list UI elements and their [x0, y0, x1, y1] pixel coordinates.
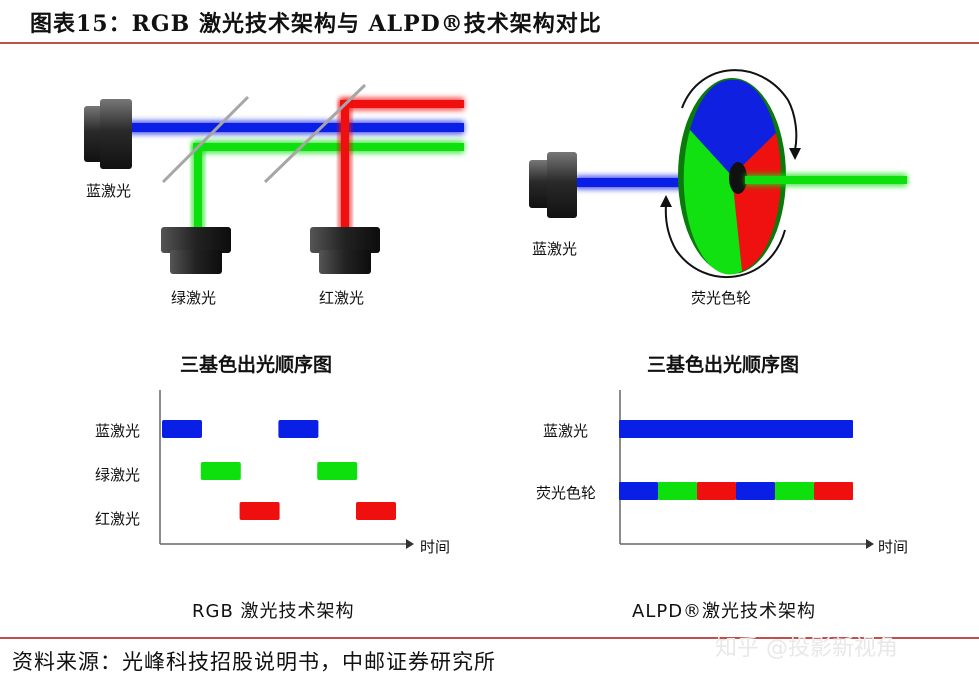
- rotation-arrowhead-bottom: [660, 195, 672, 207]
- right-row-label-wheel: 荧光色轮: [536, 484, 597, 502]
- red-laser-label: 红激光: [319, 289, 365, 307]
- right-segment-5: [736, 482, 775, 500]
- phosphor-wheel-label: 荧光色轮: [691, 289, 752, 307]
- left-x-arrow: [406, 539, 414, 549]
- right-x-arrow: [866, 539, 874, 549]
- source-note: 资料来源：光峰科技招股说明书，中邮证券研究所: [12, 650, 496, 674]
- green-beam-right: [745, 174, 907, 186]
- left-segment-5: [317, 462, 358, 480]
- right-segment-2: [619, 482, 658, 500]
- right-caption: ALPD®激光技术架构: [632, 601, 817, 622]
- left-segment-2: [200, 462, 241, 480]
- right-segment-1: [619, 420, 853, 438]
- left-segment-1: [162, 420, 202, 438]
- blue-laser-module: [84, 99, 132, 169]
- rgb-architecture: [84, 83, 464, 274]
- rotation-arrow-bottom: [664, 204, 786, 279]
- right-segment-3: [658, 482, 697, 500]
- blue-laser-label-right: 蓝激光: [532, 240, 578, 258]
- left-segment-3: [239, 502, 280, 520]
- figure-title: 图表15：RGB 激光技术架构与 ALPD®技术架构对比: [0, 0, 979, 44]
- left-timeline-chart: [159, 390, 414, 549]
- right-timeline-chart: [619, 390, 874, 549]
- dichroic-mirror-2: [263, 83, 367, 184]
- right-x-label: 时间: [878, 538, 909, 556]
- dichroic-mirror-1: [161, 95, 250, 184]
- left-x-label: 时间: [420, 538, 451, 556]
- rotation-arrowhead-top: [789, 148, 801, 160]
- right-row-label-blue: 蓝激光: [543, 422, 589, 440]
- blue-beam-right: [575, 176, 695, 189]
- phosphor-color-wheel: [678, 78, 786, 275]
- right-chart-title: 三基色出光顺序图: [647, 354, 800, 376]
- watermark: 知乎 @投影新视角: [715, 636, 898, 661]
- right-segment-4: [697, 482, 736, 500]
- rotation-arrow-top: [681, 69, 798, 151]
- footer-divider: [0, 637, 979, 639]
- green-beam-left: [192, 141, 464, 238]
- blue-laser-module-right: [529, 152, 577, 218]
- left-segment-4: [278, 420, 319, 438]
- red-laser-module: [310, 227, 380, 274]
- left-row-label-green: 绿激光: [95, 466, 141, 484]
- right-segment-7: [814, 482, 853, 500]
- left-chart-title: 三基色出光顺序图: [180, 354, 333, 376]
- green-laser-label: 绿激光: [171, 289, 217, 307]
- right-segment-6: [775, 482, 814, 500]
- left-row-label-blue: 蓝激光: [95, 422, 141, 440]
- blue-laser-label: 蓝激光: [86, 182, 132, 200]
- left-row-label-red: 红激光: [95, 510, 141, 528]
- green-laser-module: [161, 227, 231, 274]
- red-beam-left: [339, 98, 464, 238]
- left-caption: RGB 激光技术架构: [192, 601, 355, 622]
- alpd-architecture: [529, 69, 907, 279]
- blue-beam-left: [128, 121, 464, 134]
- left-segment-6: [356, 502, 396, 520]
